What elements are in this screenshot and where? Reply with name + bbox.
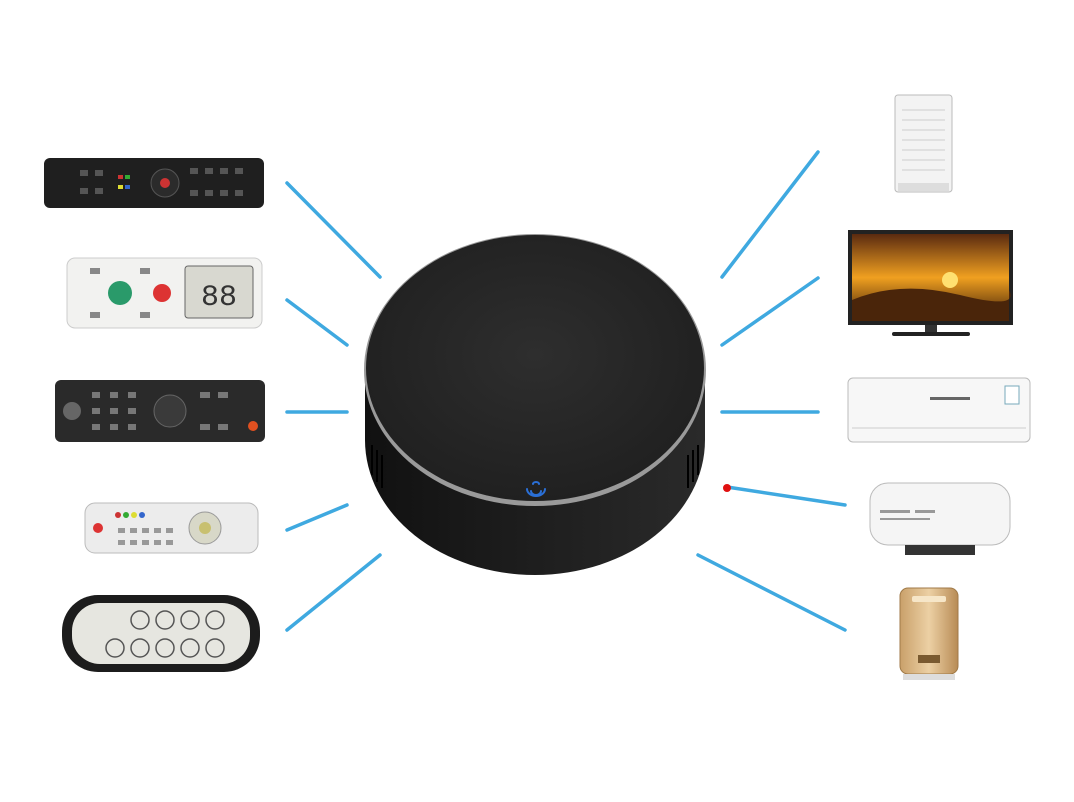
wifi-led-icon <box>526 481 546 497</box>
water-heater <box>869 482 1011 555</box>
connector-line <box>285 298 349 347</box>
ac-remote: 88 <box>66 257 263 329</box>
television <box>848 230 1013 336</box>
connector-line <box>285 553 382 632</box>
vent-slots <box>371 445 699 488</box>
connector-line <box>720 276 820 347</box>
ir-hub-device <box>364 234 706 575</box>
cable-remote <box>84 502 259 554</box>
connector-lines <box>285 150 847 632</box>
connector-line <box>725 485 847 507</box>
air-conditioner <box>847 377 1031 443</box>
set-top-box-remote <box>55 380 265 442</box>
connector-line <box>285 503 349 532</box>
connector-line <box>285 181 382 279</box>
tv-remote <box>44 158 264 208</box>
humidifier <box>899 587 959 680</box>
connector-line <box>720 150 820 279</box>
air-purifier <box>894 94 953 193</box>
red-marker-dot <box>723 484 731 492</box>
slim-remote <box>62 595 260 672</box>
svg-text:88: 88 <box>201 281 237 315</box>
connector-line <box>696 553 847 632</box>
